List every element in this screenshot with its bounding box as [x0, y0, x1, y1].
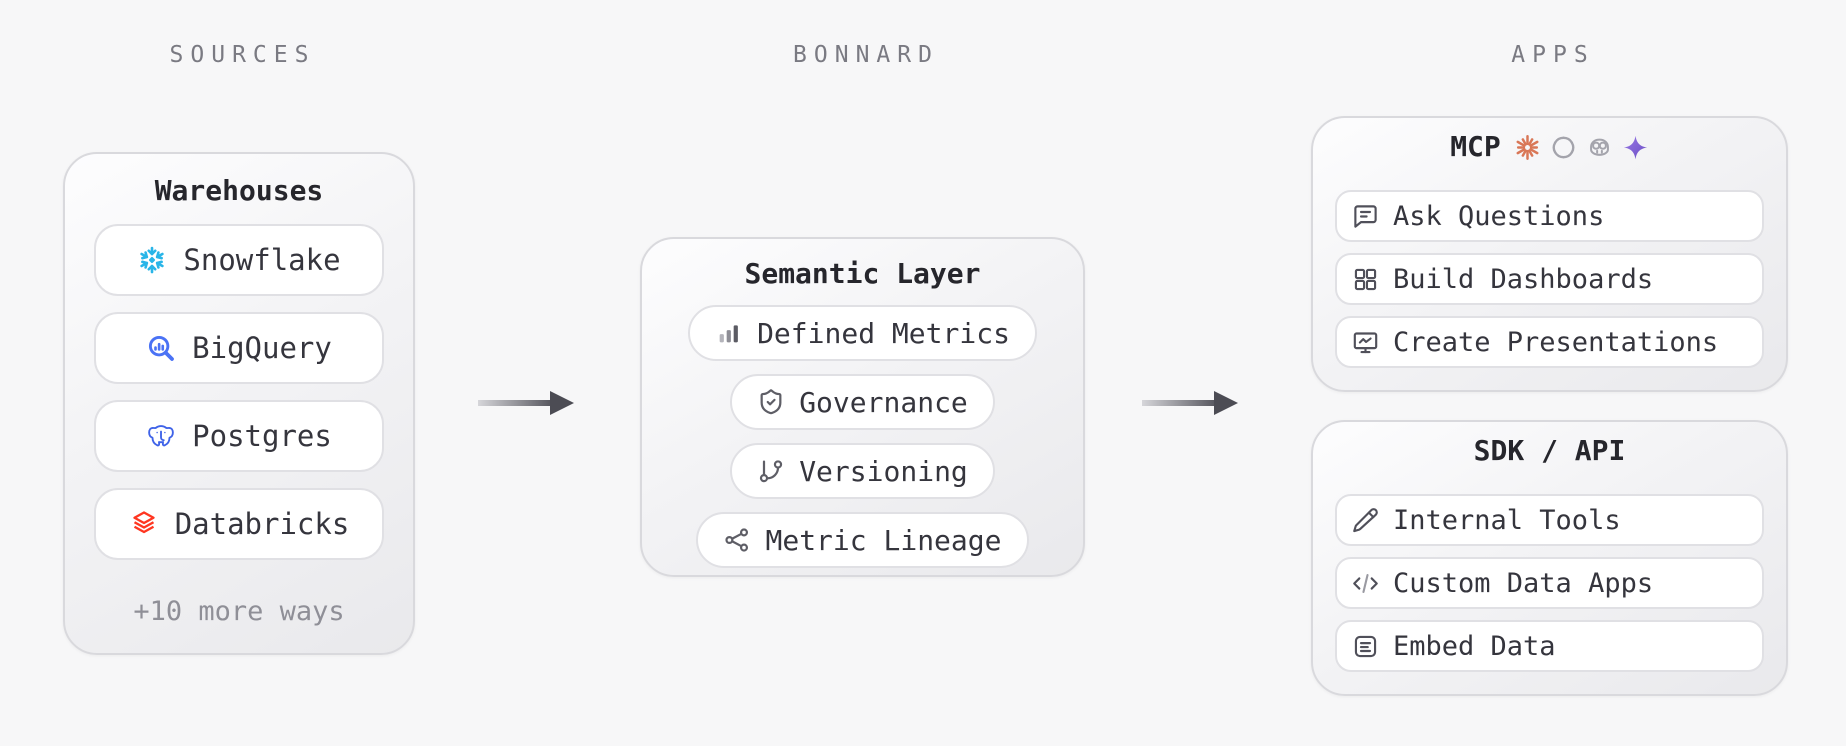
pill-label: Build Dashboards [1393, 263, 1654, 295]
copilot-icon [1586, 134, 1613, 161]
mcp-pill-list: Ask Questions Build Dashboards [1335, 190, 1764, 368]
semantic-layer-card: Semantic Layer Defined Metrics [640, 237, 1085, 577]
pill-label: Postgres [192, 419, 332, 453]
databricks-icon [129, 509, 159, 539]
postgres-icon [146, 421, 176, 451]
mcp-pill-create-presentations: Create Presentations [1335, 316, 1764, 368]
pill-label: Snowflake [183, 243, 341, 277]
openai-icon [1550, 134, 1577, 161]
sdk-api-title: SDK / API [1473, 434, 1626, 467]
column-header-apps: APPS [1511, 42, 1595, 68]
pill-label: Metric Lineage [765, 523, 1002, 557]
mcp-title-row: MCP [1450, 130, 1649, 164]
mcp-card: MCP [1311, 116, 1788, 392]
sdk-api-card: SDK / API Internal Tools [1311, 420, 1788, 696]
semantic-pill-defined-metrics: Defined Metrics [688, 305, 1037, 361]
semantic-pill-governance: Governance [730, 374, 995, 430]
mcp-pill-build-dashboards: Build Dashboards [1335, 253, 1764, 305]
gemini-icon [1622, 134, 1649, 161]
semantic-layer-title: Semantic Layer [744, 257, 981, 290]
pill-label: Create Presentations [1393, 326, 1719, 358]
mcp-title: MCP [1450, 130, 1501, 163]
semantic-pill-metric-lineage: Metric Lineage [696, 512, 1029, 568]
pill-label: Ask Questions [1393, 200, 1605, 232]
code-icon [1352, 570, 1379, 597]
pill-label: Versioning [799, 454, 968, 488]
warehouses-card-title: Warehouses [154, 174, 324, 207]
bigquery-icon [146, 333, 176, 363]
chat-bubble-icon [1352, 203, 1379, 230]
sdk-pill-custom-data-apps: Custom Data Apps [1335, 557, 1764, 609]
pill-label: Custom Data Apps [1393, 567, 1654, 599]
snowflake-icon [137, 245, 167, 275]
pill-label: Databricks [174, 507, 350, 541]
pill-label: Governance [799, 385, 968, 419]
source-pill-snowflake: Snowflake [94, 224, 384, 296]
mcp-pill-ask-questions: Ask Questions [1335, 190, 1764, 242]
pill-label: Internal Tools [1393, 504, 1621, 536]
more-ways-note: +10 more ways [133, 596, 345, 627]
shield-check-icon [757, 388, 785, 416]
bar-chart-icon [715, 319, 743, 347]
flow-arrow-sources-to-bonnard [478, 387, 574, 419]
share-network-icon [723, 526, 751, 554]
pill-label: BigQuery [192, 331, 332, 365]
claude-icon [1514, 134, 1541, 161]
semantic-pill-versioning: Versioning [730, 443, 995, 499]
column-header-bonnard: BONNARD [793, 42, 939, 68]
pill-label: Defined Metrics [757, 316, 1010, 350]
sdk-pill-list: Internal Tools Custom Data Apps [1335, 494, 1764, 672]
source-pill-bigquery: BigQuery [94, 312, 384, 384]
provider-icons [1514, 134, 1649, 161]
source-pill-postgres: Postgres [94, 400, 384, 472]
grid-icon [1352, 266, 1379, 293]
semantic-pill-list: Defined Metrics Governance [688, 305, 1037, 568]
presentation-monitor-icon [1352, 329, 1379, 356]
column-header-sources: SOURCES [169, 42, 316, 68]
sdk-pill-internal-tools: Internal Tools [1335, 494, 1764, 546]
warehouses-card: Warehouses [63, 152, 415, 655]
pencil-icon [1352, 507, 1379, 534]
flow-arrow-bonnard-to-apps [1142, 387, 1238, 419]
sdk-pill-embed-data: Embed Data [1335, 620, 1764, 672]
pill-label: Embed Data [1393, 630, 1556, 662]
git-branch-icon [757, 457, 785, 485]
source-pill-databricks: Databricks [94, 488, 384, 560]
embed-note-icon [1352, 633, 1379, 660]
warehouses-pill-list: Snowflake BigQuery [94, 224, 384, 560]
